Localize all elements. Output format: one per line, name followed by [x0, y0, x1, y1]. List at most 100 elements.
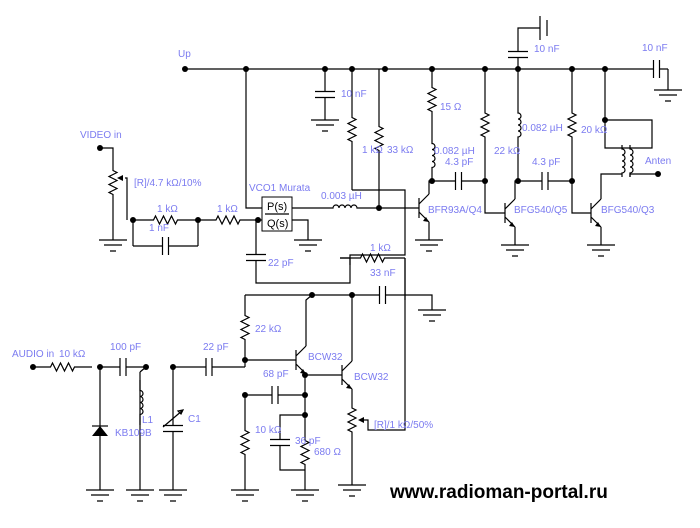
- label-l0082-a: 0.082 µH: [434, 146, 475, 157]
- label-antenna: Anten: [645, 156, 671, 167]
- wire: [100, 147, 114, 150]
- label-up: Up: [178, 49, 191, 60]
- wires: [99, 27, 669, 490]
- ground-icon: [99, 239, 127, 252]
- diode-icon: [92, 426, 108, 436]
- label-video-in: VIDEO in: [80, 130, 122, 141]
- resistor: [426, 69, 438, 130]
- label-r15: 15 Ω: [440, 102, 462, 113]
- wire: [279, 414, 305, 430]
- inductor: [517, 69, 522, 181]
- ground-icon: [291, 489, 319, 502]
- capacitor: [645, 60, 668, 78]
- label-r1k-b: 1 kΩ: [217, 204, 238, 215]
- wire: [245, 69, 262, 209]
- label-r1k-a: 1 kΩ: [157, 204, 178, 215]
- resistor: [198, 214, 258, 226]
- label-c43-a: 4.3 pF: [445, 157, 473, 168]
- junction-dot: [382, 66, 388, 72]
- ground-icon: [338, 484, 366, 497]
- label-r10k-b: 10 kΩ: [255, 425, 282, 436]
- junction-dot: [602, 117, 608, 123]
- resistor: [107, 150, 119, 215]
- ground-icon: [231, 489, 259, 502]
- label-audio-in: AUDIO in: [12, 349, 54, 360]
- junction-dot: [309, 292, 315, 298]
- emitter-arrow-icon: [346, 384, 352, 389]
- inductor: [629, 145, 634, 177]
- wire: [125, 177, 128, 220]
- label-vco-q: Q(s): [267, 218, 288, 230]
- label-c10nf-top: 10 nF: [534, 44, 560, 55]
- resistor: [239, 395, 251, 490]
- label-c100pf: 100 pF: [110, 342, 141, 353]
- wire: [571, 181, 585, 214]
- junction-dot: [655, 171, 661, 177]
- ground-icon: [294, 239, 322, 252]
- emitter-arrow-icon: [595, 222, 601, 227]
- label-r33k: 33 kΩ: [387, 145, 414, 156]
- junction-dot: [302, 372, 308, 378]
- resistor: [340, 252, 405, 264]
- junction-dot: [349, 292, 355, 298]
- resistor: [566, 69, 578, 181]
- transistor-q4: [413, 193, 430, 223]
- label-c43-b: 4.3 pF: [532, 157, 560, 168]
- capacitor: [518, 172, 572, 190]
- wire: [362, 360, 406, 431]
- resistor: [133, 214, 198, 226]
- capacitor: [100, 358, 146, 376]
- label-pot-audio: [R]/1 kΩ/50%: [374, 420, 433, 431]
- junction-dot: [243, 66, 249, 72]
- inductor: [431, 130, 436, 181]
- wire: [410, 294, 433, 310]
- wire: [303, 373, 336, 376]
- label-vco-p: P(s): [267, 201, 287, 213]
- capacitor: [508, 40, 528, 69]
- wire: [305, 294, 313, 346]
- resistor: [239, 295, 251, 360]
- capacitor: [315, 69, 335, 120]
- capacitor: [270, 430, 290, 455]
- inductor: [621, 145, 626, 177]
- ground-icon: [418, 309, 446, 322]
- ground-icon: [86, 489, 114, 502]
- capacitor: [246, 245, 266, 270]
- label-c36pf: 36 pF: [295, 436, 321, 447]
- junction-dot: [182, 66, 188, 72]
- resistor: [346, 395, 358, 445]
- labels: Up VIDEO in [R]/4.7 kΩ/10% 1 kΩ 1 nF 1 k…: [12, 43, 671, 503]
- label-c10nf-a: 10 nF: [341, 89, 367, 100]
- components: [30, 16, 682, 502]
- label-l1: L1: [142, 415, 154, 426]
- label-r22k-a: 22 kΩ: [494, 146, 521, 157]
- label-q5: BFG540/Q5: [514, 205, 568, 216]
- label-l0003: 0.003 µH: [321, 191, 362, 202]
- transistor-bcw32-1: [290, 345, 307, 375]
- ground-icon: [654, 89, 682, 102]
- transistor-q5: [499, 198, 516, 228]
- label-r20k: 20 kΩ: [581, 125, 608, 136]
- wire: [629, 173, 658, 177]
- label-bcw-1: BCW32: [308, 352, 343, 363]
- label-bcw-2: BCW32: [354, 372, 389, 383]
- pot-wiper-icon: [358, 417, 364, 423]
- junction-dot: [302, 392, 308, 398]
- ground-icon: [587, 244, 615, 257]
- junction-dot: [255, 217, 261, 223]
- pot-wiper-icon: [117, 175, 123, 181]
- label-q3: BFG540/Q3: [601, 205, 655, 216]
- label-l0082-b: 0.082 µH: [522, 123, 563, 134]
- inductor: [139, 380, 144, 425]
- capacitor: [163, 367, 183, 490]
- label-diode: KB109B: [115, 428, 152, 439]
- battery-icon: [539, 16, 548, 40]
- ground-icon: [501, 244, 529, 257]
- label-r10k-in: 10 kΩ: [59, 349, 86, 360]
- resistor: [299, 415, 311, 490]
- transistor-bcw32-2: [336, 360, 353, 390]
- capacitor: [355, 286, 410, 304]
- wire: [604, 69, 653, 149]
